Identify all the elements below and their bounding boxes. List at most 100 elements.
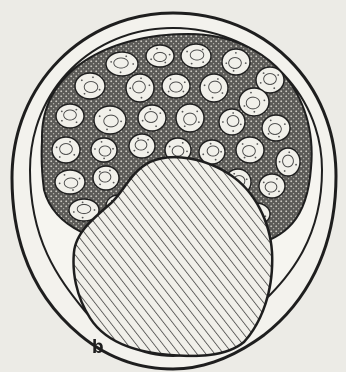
cell-granule xyxy=(256,143,258,145)
cell xyxy=(236,137,264,163)
cell-granule xyxy=(155,125,157,127)
cell-granule xyxy=(142,120,144,122)
cell-granule xyxy=(61,120,63,122)
cell-granule xyxy=(169,146,171,148)
cell-granule xyxy=(132,63,134,65)
cell-granule xyxy=(260,82,262,84)
cell-granule xyxy=(284,170,286,172)
cell-granule xyxy=(220,151,222,153)
cell-granule xyxy=(242,143,244,145)
cell-granule xyxy=(245,62,247,64)
cell-granule xyxy=(109,170,111,172)
cell xyxy=(55,170,85,194)
cell-granule xyxy=(184,125,186,127)
cell-granule xyxy=(288,151,290,153)
cell xyxy=(93,166,119,190)
cell-granule xyxy=(92,76,94,78)
cell-granule xyxy=(235,52,237,54)
cell-granule xyxy=(99,89,101,91)
cell-granule xyxy=(232,112,234,114)
cell-granule xyxy=(113,182,115,184)
cell-granule xyxy=(156,48,158,50)
cell-granule xyxy=(149,84,151,86)
cell-granule xyxy=(76,121,78,123)
cell-granule xyxy=(61,111,63,113)
cell-granule xyxy=(202,49,204,51)
cell-granule xyxy=(69,141,71,143)
cell-granule xyxy=(255,157,257,159)
cell-granule xyxy=(186,51,188,53)
cell-granule xyxy=(56,146,58,148)
cell-granule xyxy=(204,84,206,86)
cell-granule xyxy=(64,174,66,176)
cell-granule xyxy=(99,171,101,173)
cell-granule xyxy=(110,61,112,63)
cell-granule xyxy=(268,193,270,195)
cell-granule xyxy=(73,154,75,156)
cell-granule xyxy=(59,182,61,184)
cell-granule xyxy=(210,143,212,145)
cell-granule xyxy=(233,173,235,175)
cell xyxy=(146,45,174,67)
cell-granule xyxy=(215,159,217,161)
cell-granule xyxy=(170,78,172,80)
cell-granule xyxy=(273,87,275,89)
cell-granule xyxy=(99,183,101,185)
cell-granule xyxy=(149,108,151,110)
cell-granule xyxy=(72,189,74,191)
cell-granule xyxy=(140,77,142,79)
cell-granule xyxy=(137,138,139,140)
cell-granule xyxy=(82,217,84,219)
cell-granule xyxy=(159,112,161,114)
cell-granule xyxy=(106,129,108,131)
cell-granule xyxy=(82,201,84,203)
cell xyxy=(162,74,190,98)
cell-granule xyxy=(120,120,122,122)
cell-granule xyxy=(164,62,166,64)
cell-granule xyxy=(109,109,111,111)
cell xyxy=(200,74,228,102)
cell-granule xyxy=(268,133,270,135)
cell-granule xyxy=(79,178,81,180)
cell-granule xyxy=(244,105,246,107)
cell-granule xyxy=(129,87,131,89)
cell-granule xyxy=(103,157,105,159)
cell-granule xyxy=(101,141,103,143)
cell-granule xyxy=(169,54,171,56)
cell-granule xyxy=(186,150,188,152)
cell-granule xyxy=(295,164,297,166)
cell-granule xyxy=(217,78,219,80)
cell-granule xyxy=(94,209,96,211)
cell-granule xyxy=(125,55,127,57)
cell-granule xyxy=(120,71,122,73)
cell-granule xyxy=(240,123,242,125)
cell-granule xyxy=(263,72,265,74)
cell xyxy=(181,44,211,68)
cell-granule xyxy=(150,58,152,60)
cell-granule xyxy=(73,211,75,213)
cell-granule xyxy=(270,119,272,121)
panel-label: b xyxy=(92,337,104,359)
cell xyxy=(259,174,285,198)
cell-granule xyxy=(263,100,265,102)
cell-granule xyxy=(112,148,114,150)
cell xyxy=(138,105,166,131)
cell xyxy=(52,137,80,163)
cell-granule xyxy=(75,109,77,111)
cell-granule xyxy=(94,148,96,150)
cell-granule xyxy=(133,150,135,152)
cell-granule xyxy=(222,92,224,94)
cell-granule xyxy=(182,142,184,144)
cell-granule xyxy=(147,139,149,141)
cell-granule xyxy=(141,97,143,99)
cell-granule xyxy=(202,61,204,63)
cell xyxy=(56,104,84,128)
cell xyxy=(176,104,204,132)
cell-granule xyxy=(222,121,224,123)
cell-granule xyxy=(84,93,86,95)
cell xyxy=(262,115,290,141)
cell-granule xyxy=(184,81,186,83)
cell-granule xyxy=(279,161,281,163)
cell xyxy=(75,73,105,99)
